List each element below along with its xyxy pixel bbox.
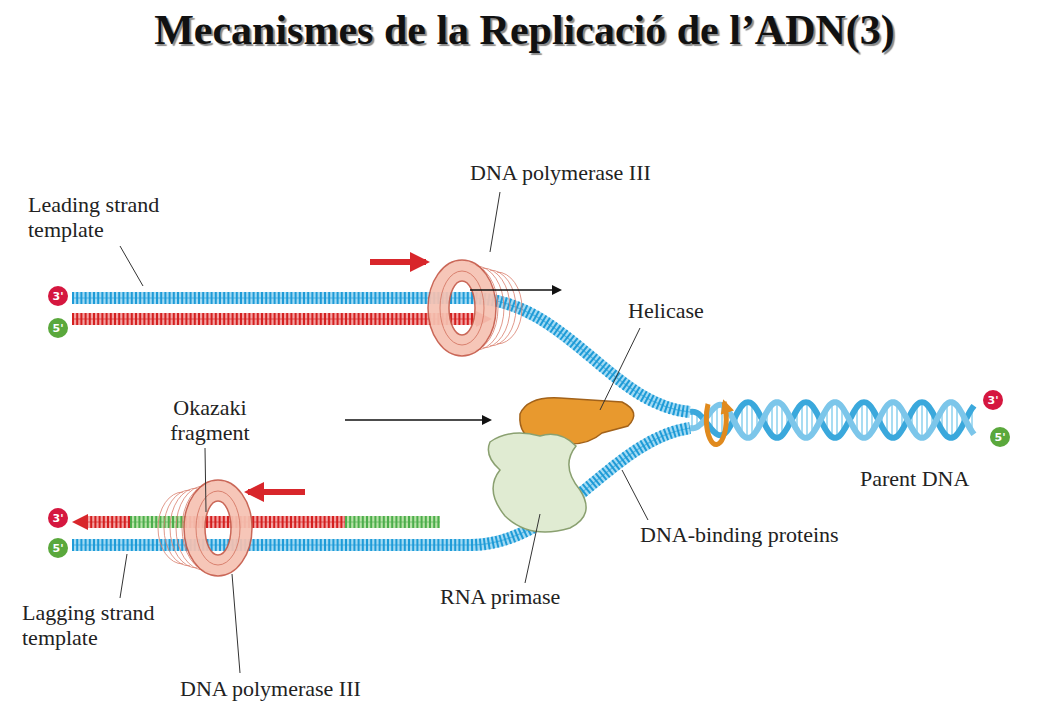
parent-strand	[690, 402, 974, 438]
leading-template-strand	[72, 298, 690, 412]
okazaki-dna	[185, 516, 345, 528]
base-pair	[866, 403, 868, 437]
part-label: RNA primase	[440, 584, 560, 609]
leading-new-strand	[72, 313, 478, 325]
strand-end-label: 3'	[52, 513, 63, 524]
leading-new-strand	[72, 313, 478, 325]
okazaki-dna	[86, 516, 130, 528]
base-pair	[746, 402, 748, 438]
leading-template-strand	[72, 298, 690, 412]
leading-new-strand	[72, 318, 478, 319]
part-label: DNA polymerase III	[180, 676, 361, 701]
strand-end-label: 5'	[52, 543, 63, 554]
polymerase-ring	[428, 260, 496, 356]
leading-template-strand	[72, 298, 690, 412]
part-label: Helicase	[628, 298, 704, 323]
strand-end-label: 3'	[52, 291, 63, 302]
base-pair	[951, 402, 953, 438]
motion-line	[158, 492, 183, 564]
rna-primer	[345, 521, 440, 522]
okazaki-dna	[185, 516, 345, 528]
leader-line	[232, 574, 240, 673]
leader-line	[525, 514, 540, 583]
strand-end-label: 5'	[994, 432, 1005, 443]
motion-line	[497, 272, 522, 344]
base-pair	[861, 402, 863, 437]
okazaki-dna	[185, 521, 345, 522]
polymerase-ring	[184, 480, 252, 576]
okazaki-dna	[86, 521, 130, 522]
strand-end-label: 3'	[987, 395, 998, 406]
strand-end-label: 5'	[52, 323, 63, 334]
part-label: Parent DNA	[860, 466, 969, 491]
base-pair	[831, 403, 833, 437]
strand-end-marker: 3'	[48, 508, 68, 528]
part-label: DNA polymerase III	[470, 160, 651, 185]
base-pair	[891, 402, 893, 438]
direction-arrow	[248, 489, 305, 495]
strand-end-marker: 5'	[48, 538, 68, 558]
base-pair	[806, 402, 808, 438]
title: Mecanismes de la Replicació de l’ADN(3)	[0, 6, 1049, 54]
lagging-template-strand	[72, 428, 690, 545]
movement-arrow	[345, 419, 490, 421]
part-label: Okazaki fragment	[150, 395, 270, 445]
lagging-template-strand	[72, 428, 690, 545]
base-pair	[836, 402, 838, 437]
leader-line	[600, 328, 640, 410]
leader-line	[490, 192, 500, 252]
parent-strand	[690, 402, 974, 438]
movement-arrow	[470, 289, 560, 291]
rna-primer	[345, 516, 440, 528]
leader-line	[205, 448, 206, 512]
direction-arrow	[370, 259, 426, 265]
leader-line	[622, 470, 648, 520]
part-label: DNA-binding proteins	[640, 522, 839, 547]
polymerase-ring	[196, 491, 240, 565]
leader-line	[120, 246, 143, 286]
okazaki-dna	[86, 516, 130, 528]
rotation-arrow	[706, 402, 726, 445]
rna-primer	[345, 516, 440, 528]
synthesis-arrowhead	[72, 514, 88, 530]
primase-shape	[488, 433, 586, 532]
part-label: Leading strand template	[28, 192, 198, 242]
strand-end-marker: 3'	[48, 286, 68, 306]
strand-end-marker: 3'	[983, 390, 1003, 410]
base-pair	[776, 402, 778, 438]
base-pair	[921, 402, 923, 438]
strand-end-marker: 5'	[990, 427, 1010, 447]
part-label: Lagging strand template	[22, 600, 192, 650]
polymerase-ring	[440, 271, 484, 345]
lagging-template-strand	[72, 428, 690, 545]
leader-line	[120, 554, 127, 598]
strand-end-marker: 5'	[48, 318, 68, 338]
